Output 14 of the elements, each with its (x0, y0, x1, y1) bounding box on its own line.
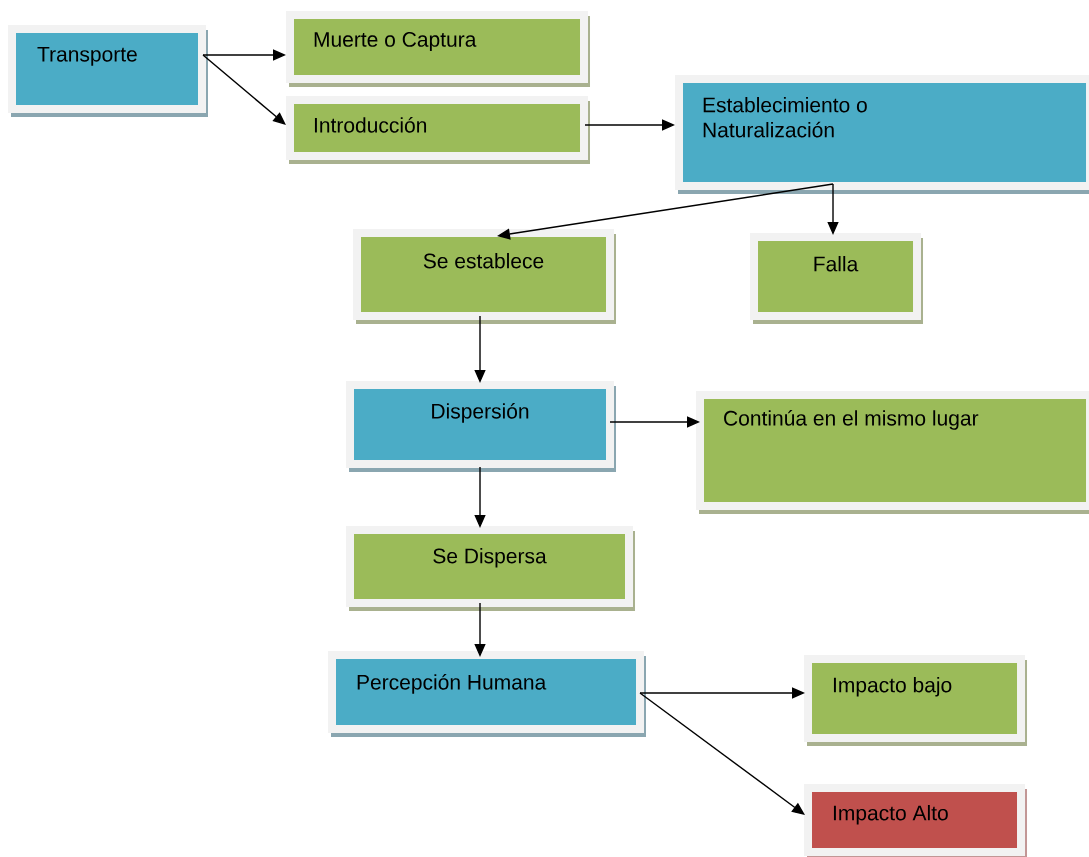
process-box: Introducción (286, 96, 590, 164)
process-box: Continúa en el mismo lugar (696, 391, 1089, 514)
arrow (202, 54, 286, 125)
process-box: Falla (750, 233, 923, 324)
process-box: Transporte (8, 25, 208, 117)
process-box: Establecimiento o Naturalización (675, 75, 1089, 194)
process-box: Se Dispersa (346, 526, 635, 611)
process-box: Impacto bajo (804, 655, 1027, 746)
process-box: Muerte o Captura (286, 11, 590, 87)
arrow (639, 692, 805, 815)
process-box: Percepción Humana (328, 651, 646, 737)
process-box: Dispersión (346, 381, 616, 472)
process-box: Se establece (353, 229, 616, 324)
process-box: Impacto Alto (804, 784, 1027, 857)
